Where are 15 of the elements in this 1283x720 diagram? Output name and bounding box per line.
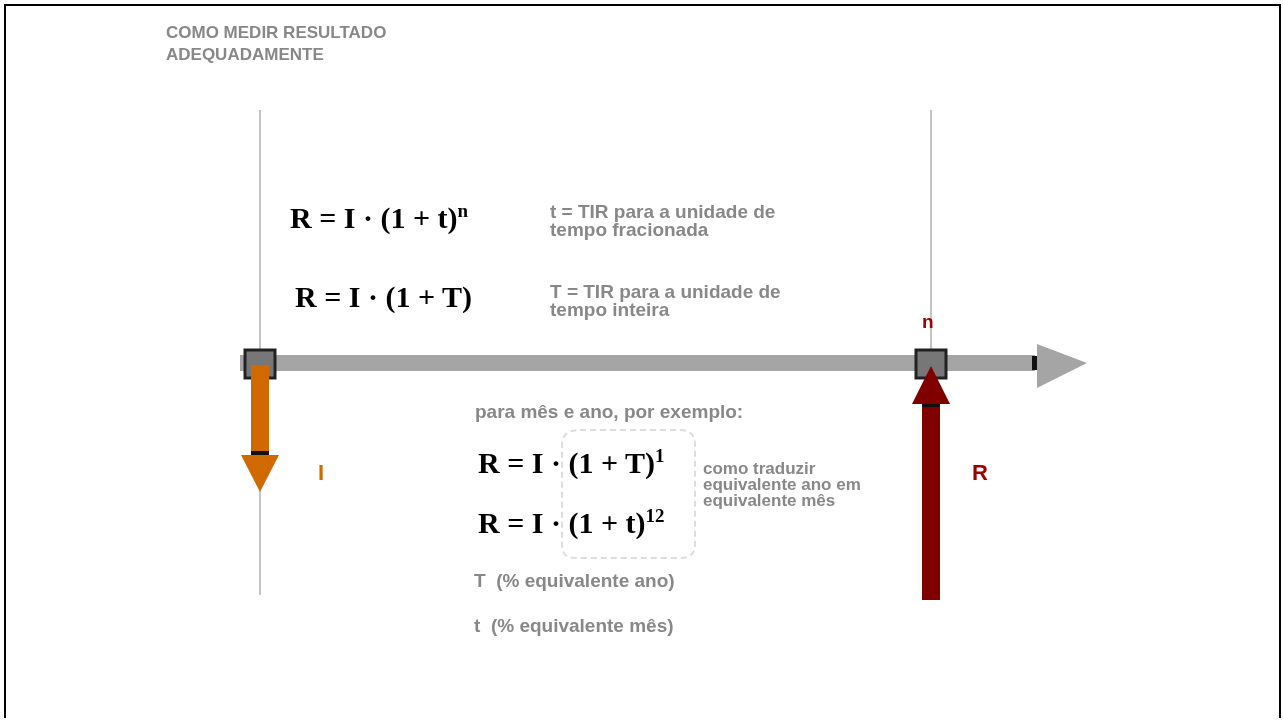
flow-label: I bbox=[318, 460, 325, 486]
dashed-outline bbox=[561, 429, 696, 559]
formula: R = I · (1 + T) bbox=[295, 280, 472, 314]
definition-text: T (% equivalente ano) bbox=[474, 570, 675, 592]
formula: R = I · (1 + t)$^{12}$ bbox=[478, 505, 665, 540]
definition-text: t (% equivalente mês) bbox=[474, 615, 674, 637]
note-text: como traduzir equivalente ano em equivalente mês bbox=[703, 461, 862, 510]
note-text: T = TIR para a unidade de tempo inteira bbox=[550, 283, 782, 320]
example-heading: para mês e ano, por exemplo: bbox=[475, 401, 744, 423]
formula: R = I · (1 + T)$^{1}$ bbox=[478, 445, 665, 480]
note-text: t = TIR para a unidade de tempo fracionada bbox=[550, 203, 777, 240]
formula: R = I · (1 + t)$^{n}$ bbox=[290, 200, 469, 235]
flow-label: R bbox=[972, 460, 988, 486]
period-label: n bbox=[922, 311, 934, 333]
title: COMO MEDIR RESULTADO ADEQUADAMENTE bbox=[166, 22, 388, 66]
